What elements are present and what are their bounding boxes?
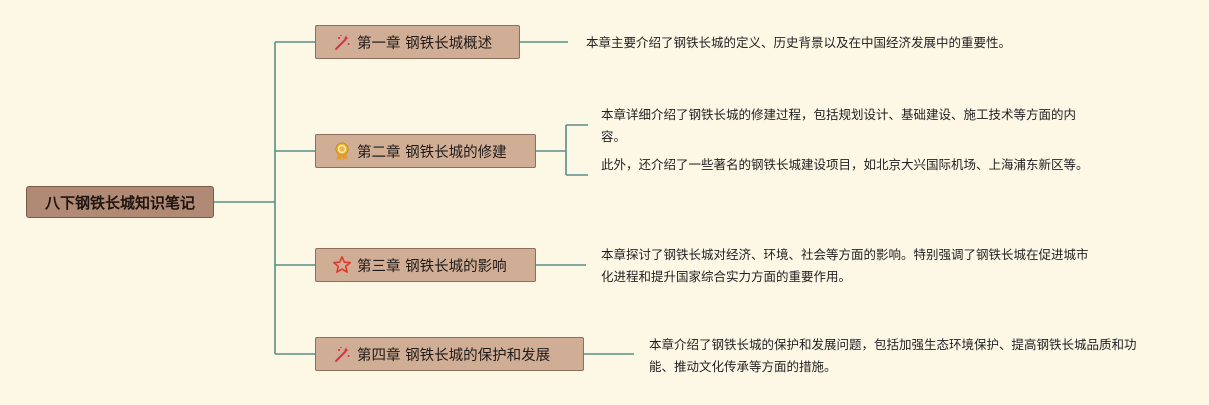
chapter-2-topic[interactable]: 第二章 钢铁长城的修建 — [315, 134, 536, 168]
chapter-1-topic[interactable]: 第一章 钢铁长城概述 — [315, 25, 520, 59]
detail-connector-ch2 — [536, 124, 588, 176]
chapter-3-topic[interactable]: 第三章 钢铁长城的影响 — [315, 248, 536, 282]
chapter-3-detail: 本章探讨了钢铁长城对经济、环境、社会等方面的影响。特别强调了钢铁长城在促进城市化… — [601, 247, 1089, 284]
star-outline-icon — [332, 255, 352, 275]
medal-badge-icon — [332, 141, 352, 161]
chapter-1-detail: 本章主要介绍了钢铁长城的定义、历史背景以及在中国经济发展中的重要性。 — [586, 35, 1012, 50]
sparkle-wand-icon — [332, 32, 352, 52]
root-topic[interactable]: 八下钢铁长城知识笔记 — [26, 186, 214, 218]
chapter-4-detail: 本章介绍了钢铁长城的保护和发展问题，包括加强生态环境保护、提高钢铁长城品质和功能… — [649, 337, 1137, 374]
root-topic-label: 八下钢铁长城知识笔记 — [44, 193, 195, 212]
chapter-2-label: 第二章 钢铁长城的修建 — [357, 144, 507, 161]
sparkle-wand-icon — [332, 344, 352, 364]
chapter-4-label: 第四章 钢铁长城的保护和发展 — [357, 347, 551, 364]
chapter-3-label: 第三章 钢铁长城的影响 — [357, 258, 507, 275]
chapter-4-topic[interactable]: 第四章 钢铁长城的保护和发展 — [315, 337, 584, 371]
chapter-1-label: 第一章 钢铁长城概述 — [357, 35, 493, 52]
chapter-2-detail-1: 本章详细介绍了钢铁长城的修建过程，包括规划设计、基础建设、施工技术等方面的内容。 — [601, 107, 1077, 144]
chapter-2-detail-2: 此外，还介绍了一些著名的钢铁长城建设项目，如北京大兴国际机场、上海浦东新区等。 — [601, 157, 1089, 172]
